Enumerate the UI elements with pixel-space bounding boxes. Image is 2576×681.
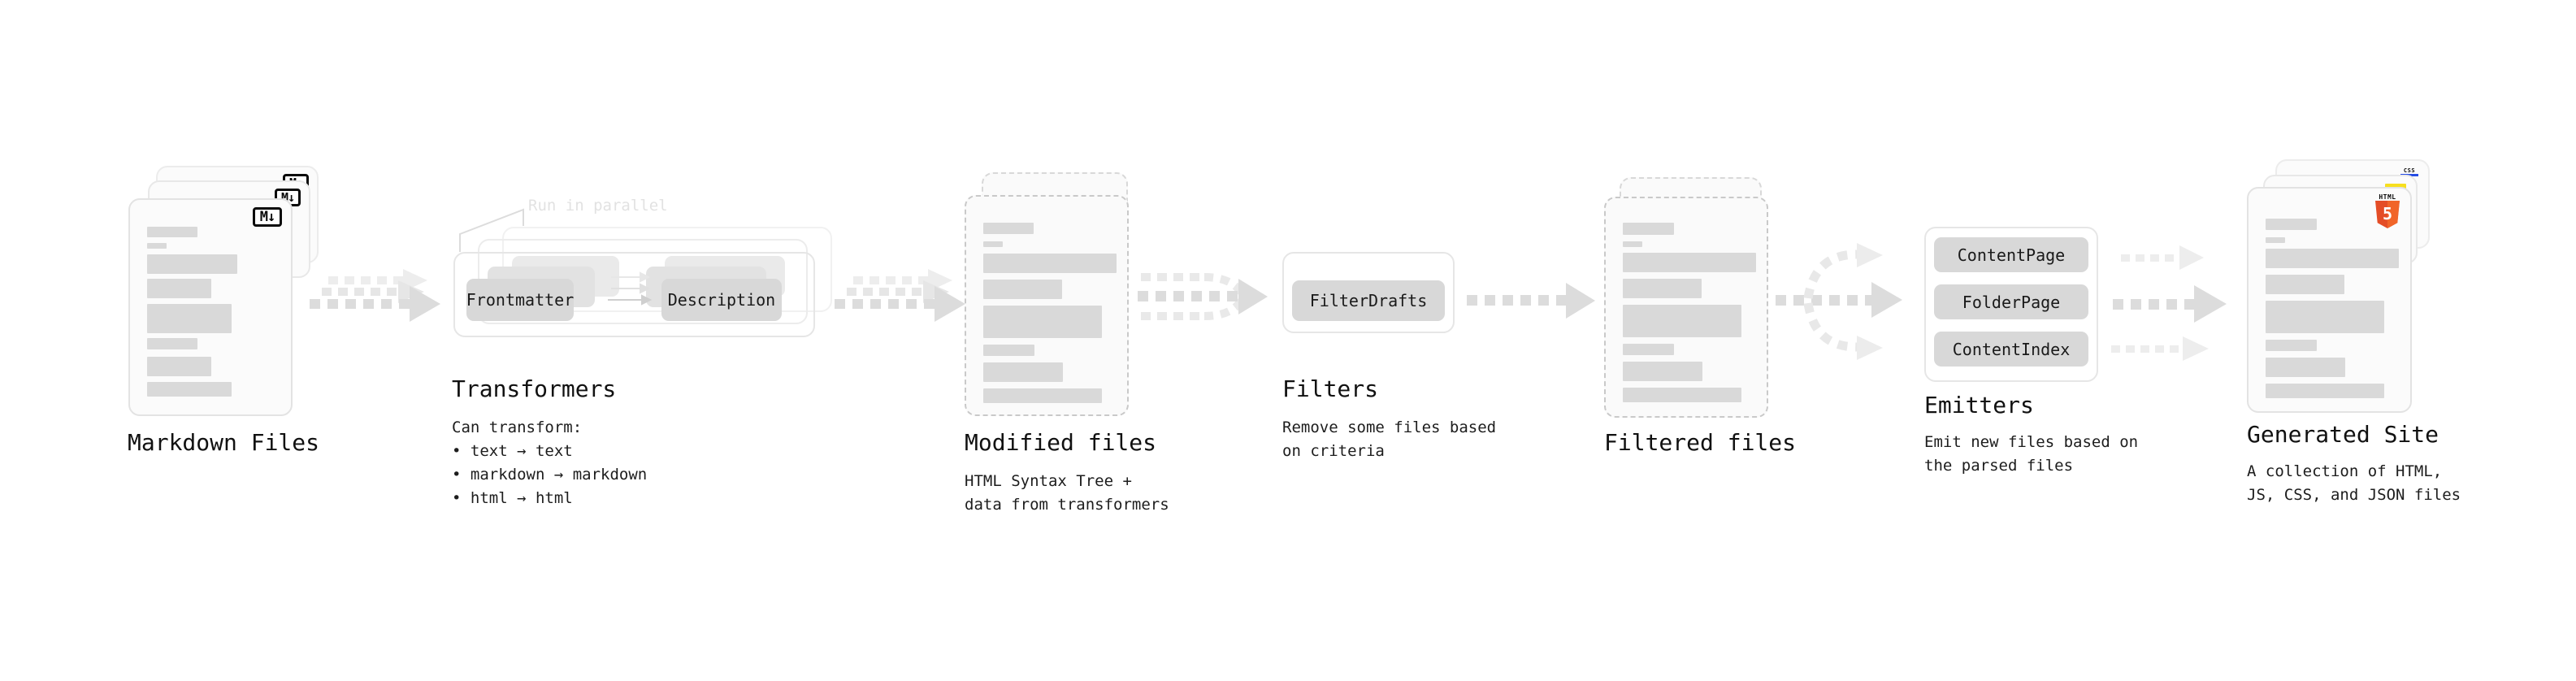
skeleton-bar — [1623, 362, 1702, 381]
connector-filtered-to-emitters — [1776, 243, 1902, 360]
markdown-card-front: M↓ — [128, 198, 293, 416]
filters-subtitle: Remove some files based on criteria — [1282, 419, 1497, 460]
run-in-parallel-bracket — [459, 208, 524, 252]
skeleton-bar — [983, 345, 1034, 356]
markdown-files-title: Markdown Files — [128, 429, 320, 456]
html5-badge: HTML 5 — [2375, 193, 2400, 228]
emitter-chip-label: ContentPage — [1957, 245, 2066, 265]
skeleton-bar — [1623, 223, 1674, 235]
skeleton-bar — [2266, 237, 2285, 243]
skeleton-bar — [1623, 241, 1642, 247]
connector-modified-to-filters — [1138, 273, 1268, 320]
transformers-group-front — [453, 252, 815, 337]
skeleton-bar — [983, 223, 1034, 234]
skeleton-bar — [147, 357, 211, 376]
generated-site-title: Generated Site — [2247, 421, 2439, 448]
skeleton-bar — [2266, 249, 2399, 268]
emitter-chip-label: FolderPage — [1962, 292, 2061, 312]
html5-badge-word: HTML — [2379, 193, 2396, 201]
skeleton-bar — [147, 304, 232, 333]
transformer-inner-arrows — [608, 271, 653, 306]
emitter-chip-label: ContentIndex — [1952, 339, 2071, 359]
transformer-chip-description[interactable]: Description — [661, 279, 782, 321]
generated-site-subtitle: A collection of HTML, JS, CSS, and JSON … — [2247, 462, 2461, 504]
css-badge-label: CSS — [2403, 167, 2416, 174]
transformers-title: Transformers — [452, 375, 617, 402]
filter-chip-filterdrafts[interactable]: FilterDrafts — [1292, 280, 1445, 321]
connector-transformers-to-modified — [835, 269, 965, 322]
skeleton-bar — [983, 241, 1003, 247]
skeleton-bar — [983, 254, 1117, 273]
modified-files-subtitle: HTML Syntax Tree + data from transformer… — [965, 472, 1169, 514]
skeleton-bar — [147, 254, 237, 274]
skeleton-bar — [2266, 219, 2317, 230]
connector-markdown-to-transformers — [310, 269, 440, 322]
skeleton-bar — [983, 388, 1102, 403]
transformers-subtitle: Can transform: • text → text • markdown … — [452, 419, 648, 507]
skeleton-bar — [2266, 384, 2384, 398]
filtered-files-title: Filtered files — [1604, 429, 1797, 456]
transformer-chip-label: Frontmatter — [466, 290, 575, 310]
connector-filters-to-filtered — [1467, 283, 1595, 319]
markdown-badge-front: M↓ — [253, 207, 282, 227]
skeleton-bar — [147, 243, 167, 249]
run-in-parallel-label: Run in parallel — [528, 197, 668, 215]
emitter-chip-contentpage[interactable]: ContentPage — [1934, 237, 2088, 272]
skeleton-bar — [147, 227, 197, 237]
emitters-subtitle: Emit new files based on the parsed files — [1924, 433, 2139, 475]
skeleton-bar — [1623, 305, 1741, 337]
emitters-title: Emitters — [1924, 392, 2034, 419]
transformer-chip-label: Description — [667, 290, 776, 310]
markdown-badge-label: M↓ — [259, 209, 276, 225]
skeleton-bar — [1623, 388, 1741, 402]
filter-chip-label: FilterDrafts — [1309, 291, 1428, 310]
skeleton-bar — [1623, 253, 1756, 272]
skeleton-bar — [1623, 344, 1674, 355]
emitter-chip-folderpage[interactable]: FolderPage — [1934, 284, 2088, 319]
transformer-chip-frontmatter[interactable]: Frontmatter — [466, 279, 574, 321]
emitter-chip-contentindex[interactable]: ContentIndex — [1934, 332, 2088, 367]
html5-badge-digit: 5 — [2382, 204, 2393, 223]
filtered-card-front — [1604, 197, 1768, 418]
skeleton-bar — [2266, 358, 2345, 377]
site-card-front: HTML 5 — [2247, 187, 2412, 413]
skeleton-bar — [2266, 340, 2317, 351]
connector-emitters-to-site — [2111, 245, 2227, 361]
skeleton-bar — [1623, 279, 1702, 298]
skeleton-bar — [983, 306, 1102, 338]
skeleton-bar — [2266, 301, 2384, 333]
modified-card-front — [965, 195, 1129, 416]
skeleton-bar — [147, 279, 211, 298]
filters-title: Filters — [1282, 375, 1379, 402]
skeleton-bar — [147, 382, 232, 397]
skeleton-bar — [983, 362, 1063, 382]
skeleton-bar — [147, 338, 197, 349]
skeleton-bar — [2266, 275, 2344, 294]
html5-badge-shield: 5 — [2375, 201, 2400, 228]
modified-files-title: Modified files — [965, 429, 1157, 456]
skeleton-bar — [983, 280, 1062, 299]
